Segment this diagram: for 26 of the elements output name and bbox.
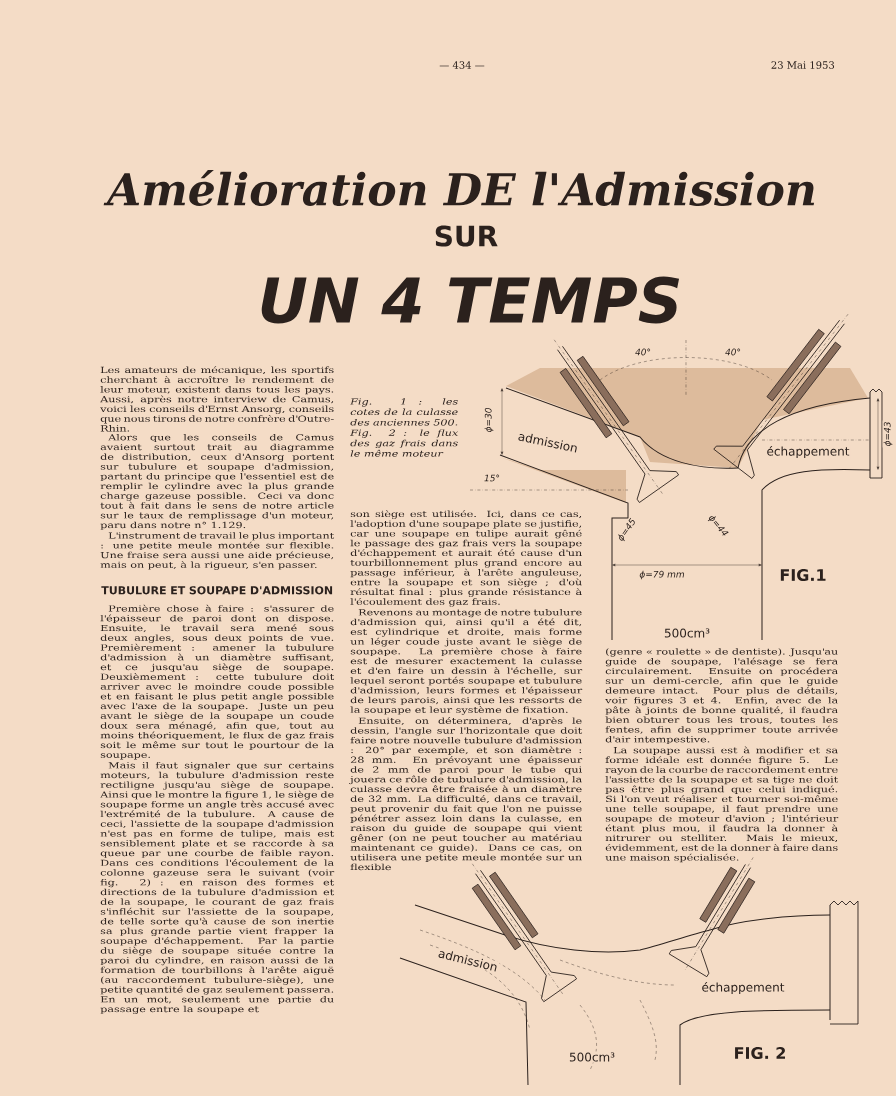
paragraph: Alors que les conseils de Camus avaient surtout trait au diagramme de distribution, ceux d'Ansorg portent sur tubulure et soupape d'admission, partant du principe que l'essentiel est de remplir le cylindre avec la plus grande charge gazeuse possible. Ceci va donc tout à fait dans le sens de notre article sur le taux de remplissage d'un moteur, paru dans notre n° 1.129. [100, 433, 335, 530]
paragraph: son siège est utilisée. Ici, dans ce cas, l'adoption d'une soupape plate se justifie, car une soupape en tulipe aurait gêné le passage des gaz frais vers la soupape d'échappement et aurait été cause d'un tourbillonnement plus grand encore au passage inférieur, à l'arête anguleuse, entre la soupape et son siège ; d'où résultat final : plus grande résistance à l'écoulement des gaz frais. [350, 510, 582, 607]
dimension-label: ϕ=79 mm [638, 569, 686, 581]
dimension-label: 15° [483, 473, 501, 483]
paragraph: Les amateurs de mécanique, les sportifs cherchant à accroître le rendement de leur moteur, existent dans tous les pays. Aussi, après notre interview de Camus, voici les conseils d'Ernst Ansorg, conseils que nous tirons de notre confrère d'Outre-Rhin. [100, 366, 334, 432]
paragraph: Revenons au montage de notre tubulure d'admission qui, ainsi qu'il a été dit, est cylindrique et droite, mais forme un léger coude juste avant le siège de soupape. La première chose à faire est de mesurer exactement la culasse et d'en faire un dessin à l'échelle, sur lequel seront portés soupape et tubulure d'admission, leurs formes et l'épaisseur de leurs parois, ainsi que les ressorts de la soupape et leur système de fixation. [350, 608, 583, 715]
dimension-label: ϕ=43 [882, 420, 894, 448]
paragraph: Mais il faut signaler que sur certains moteurs, la tubulure d'admission reste rectiligne jusqu'au siège de soupape. Ainsi que le montre la figure 1, le siège de soupape forme un angle très accusé avec l'extrémité de la tubulure. A cause de ceci, l'assiette de la soupape d'admission n'est pas en forme de tulipe, mais est sensiblement plate et se raccorde à sa queue par une courbe de faible rayon. Dans ces conditions l'écoulement de la colonne gazeuse sera le suivant (voir fig. 2) : en raison des formes et directions de la tubulure d'admission et de la soupape, le courant de gaz frais s'infléchit sur l'assiette de la soupape, de telle sorte qu'à cause de son inertie sa plus grande partie vient frapper la soupape d'échappement. Par la partie du siège de soupape située contre la paroi du cylindre, en raison aussi de la formation de tourbillons à l'arête aiguë (au raccordement tubulure-siège), une petite quantité de gaz seulement passera. En un mot, seulement une partie du passage entre la soupape et [100, 761, 335, 1014]
dimension-label: 40° [634, 347, 652, 357]
section-heading: TUBULURE ET SOUPAPE D'ADMISSION [101, 586, 333, 595]
title-line: UN 4 TEMPS [256, 275, 684, 325]
title: Amélioration DE l'Admission [103, 170, 815, 206]
date: 23 Mai 1953 [769, 60, 836, 70]
paragraph: (genre « roulette » de dentiste). Jusqu'au guide de soupape, l'alésage se fera circulairement. Ensuite on procédera sur un demi-cercle, afin que le guide demeure intact. Pour plus de détails, voir figures 3 et 4. Enfin, avec de la pâte à joints de bonne qualité, il faudra bien obturer tous les trous, toutes les fentes, afin de supprimer toute arrivée d'air intempestive. [605, 648, 838, 745]
paragraph: La soupape aussi est à modifier et sa forme idéale est donnée figure 5. Le rayon de la courbe de raccordement entre l'assiette de la soupape et sa tige ne doit pas être plus grand que celui indiqué. Si l'on veut réaliser et tourner soi-même une telle soupape, il faut prendre une soupape de moteur d'avion ; l'intérieur étant plus mou, il faudra la donner à nitrurer ou stelliter. Mais le mieux, évidemment, est de la donner à faire dans une maison spécialisée. [605, 746, 839, 863]
part-label: admission [516, 429, 580, 455]
dimension-label: ϕ=30 [483, 406, 495, 434]
page-number: — 434 — [438, 60, 486, 70]
figure-label: 500cm³ [568, 1051, 616, 1063]
paragraph: L'instrument de travail le plus important : une petite meule montée sur flexible. Une fraise sera aussi une aide précieuse, mais on peut, à la rigueur, s'en passer. [100, 532, 335, 570]
figure-caption: Fig. 1 : les cotes de la culasse des anciennes 500. Fig. 2 : le flux des gaz frais dans le même moteur [350, 398, 459, 457]
figure-label: 500cm³ [663, 627, 711, 639]
paragraph: Ensuite, on déterminera, d'après le dessin, l'angle sur l'horizontale que doit faire notre nouvelle tubulure d'admission : 20° par exemple, et son diamètre : 28 mm. En prévoyant une épaisseur de 2 mm de paroi pour le tube qui jouera ce rôle de tubulure d'admission, la culasse devra être fraisée à un diamètre de 32 mm. La difficulté, dans ce travail, peut provenir du fait que l'on ne puisse pénétrer assez loin dans la culasse, en raison du guide de soupape qui vient gêner (on ne peut toucher au matériau maintenant ce guide). Dans ce cas, on utilisera une petite meule montée sur un flexible [349, 717, 583, 871]
dimension-label: 40° [724, 347, 742, 357]
paragraph: Première chose à faire : s'assurer de l'épaisseur de paroi dont on dispose. Ensuite, le travail sera mené sous deux angles, sous deux points de vue. Premièrement : amener la tubulure d'admission à un diamètre suffisant, et ce jusqu'au siège de soupape. Deuxièmement : cette tubulure doit arriver avec le moindre coude possible et en faisant le plus petit angle possible avec l'axe de la soupape. Juste un peu avant le siège de la soupape un coude doux sera ménagé, afin que, tout au moins théoriquement, le flux de gaz frais soit le même sur tout le pourtour de la soupape. [100, 604, 335, 760]
title-line: SUR [432, 224, 500, 248]
